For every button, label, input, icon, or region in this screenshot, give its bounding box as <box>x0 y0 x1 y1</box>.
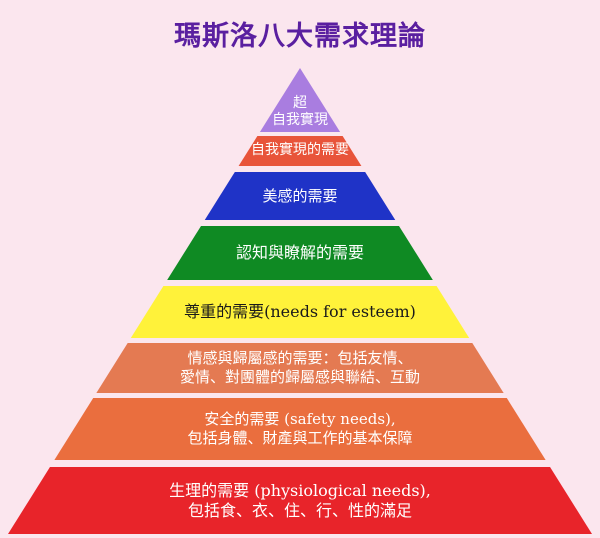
tier-label-1: 超自我實現 <box>0 95 600 130</box>
tier-label-line: 包括食、衣、住、行、性的滿足 <box>187 500 412 520</box>
tier-label-6: 情感與歸屬感的需要：包括友情、愛情、對團體的歸屬感與聯結、互動 <box>0 349 600 387</box>
tier-label-line: 自我實現 <box>272 112 328 128</box>
tier-label-line: 美感的需要 <box>262 186 338 205</box>
tier-label-line: 情感與歸屬感的需要：包括友情、 <box>187 349 413 367</box>
pyramid-tier-5 <box>130 286 470 338</box>
tier-label-5: 尊重的需要(needs for esteem) <box>0 302 600 322</box>
diagram-title: 瑪斯洛八大需求理論 <box>174 21 426 52</box>
tier-label-line: 自我實現的需要 <box>251 142 349 158</box>
tier-label-line: 認知與瞭解的需要 <box>235 243 364 262</box>
pyramid-tier-3 <box>204 172 396 220</box>
tier-label-line: 超 <box>293 94 307 111</box>
pyramid-tier-4 <box>167 226 433 280</box>
tier-label-2: 自我實現的需要 <box>0 142 600 160</box>
tier-label-3: 美感的需要 <box>0 187 600 206</box>
pyramid-tier-6 <box>96 343 504 393</box>
pyramid-tier-8 <box>8 467 592 534</box>
tier-label-4: 認知與瞭解的需要 <box>0 243 600 263</box>
tier-label-line: 尊重的需要(needs for esteem) <box>184 302 416 321</box>
pyramid-tier-2 <box>238 136 362 166</box>
tier-label-7: 安全的需要 (safety needs),包括身體、財產與工作的基本保障 <box>0 410 600 448</box>
tier-label-8: 生理的需要 (physiological needs),包括食、衣、住、行、性的… <box>0 481 600 521</box>
tier-label-line: 包括身體、財產與工作的基本保障 <box>187 428 413 447</box>
tier-label-line: 生理的需要 (physiological needs), <box>169 480 431 500</box>
tier-label-line: 安全的需要 (safety needs), <box>204 410 396 428</box>
pyramid-tier-1 <box>259 68 341 132</box>
tier-label-line: 愛情、對團體的歸屬感與聯結、互動 <box>179 367 420 386</box>
pyramid-tier-7 <box>54 398 546 460</box>
